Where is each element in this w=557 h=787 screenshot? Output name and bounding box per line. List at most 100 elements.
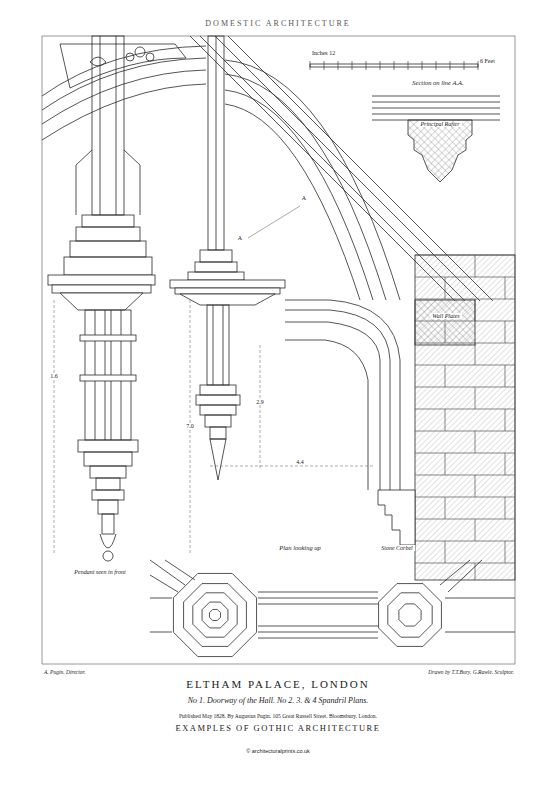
drawing-stroke: [445, 365, 446, 387]
drawing-stroke: [103, 551, 113, 561]
drawing-stroke: [450, 61, 451, 70]
drawing-stroke: [285, 322, 380, 490]
drawing-stroke: [415, 541, 515, 542]
drawing-stroke: [415, 365, 515, 366]
drawing-stroke: [210, 466, 375, 467]
drawing-stroke: [436, 61, 437, 70]
drawing-stroke: [100, 36, 101, 215]
series-title: EXAMPLES OF GOTHIC ARCHITECTURE: [176, 724, 381, 733]
drawing-stroke: [415, 255, 515, 580]
plate-caption: No 1. Doorway of the Hall. No 2. 3. & 4 …: [188, 697, 369, 706]
drawing-stroke: [475, 563, 476, 580]
drawing-stroke: [248, 206, 300, 238]
drawing-stroke: [208, 36, 224, 250]
drawing-stroke: [505, 277, 506, 299]
drawing-stroke: [102, 514, 114, 534]
part-name: Stone Corbel: [379, 545, 415, 552]
drawing-stroke: [372, 108, 500, 109]
plate-title: ELTHAM PALACE, LONDON: [186, 678, 369, 690]
drawing-stroke: [440, 560, 482, 592]
drawing-stroke: [475, 255, 476, 277]
drawing-stroke: [70, 241, 146, 257]
drawing-stroke: [258, 604, 378, 605]
drawing-stroke: [184, 584, 247, 647]
drawing-stroke: [475, 343, 476, 365]
stone-wall: [415, 255, 515, 580]
plate-frame: [42, 36, 515, 664]
drawing-stroke: [200, 250, 232, 262]
drawing-stroke: [475, 475, 476, 497]
drawing-stroke: [196, 395, 240, 405]
drawing-stroke: [260, 345, 261, 470]
drawing-stroke: [505, 409, 506, 431]
drawing-stroke: [52, 285, 151, 293]
drawing-stroke: [210, 427, 226, 439]
drawing-stroke: [135, 47, 145, 57]
drawing-stroke: [90, 57, 106, 66]
part-name: Principal Rafter: [418, 121, 461, 128]
drawing-stroke: [60, 44, 186, 88]
copyright: © architecturalprints.co.uk: [246, 748, 310, 754]
drawing-stroke: [202, 602, 228, 628]
credit: Drawn by T.T.Bury. G.Rawle. Sculptor.: [428, 669, 514, 675]
drawing-stroke: [478, 61, 479, 70]
drawing-stroke: [60, 293, 143, 310]
drawing-stroke: [200, 385, 236, 395]
drawing-stroke: [258, 592, 378, 593]
drawing-stroke: [415, 409, 515, 410]
view-title: Plan looking up: [279, 544, 321, 551]
pendant-front-view: [48, 36, 155, 561]
drawing-stroke: [92, 490, 124, 500]
drawing-stroke: [445, 497, 446, 519]
drawing-stroke: [445, 453, 446, 475]
drawing-stroke: [209, 609, 220, 620]
drawing-stroke: [408, 120, 472, 182]
drawing-stroke: [80, 335, 136, 341]
drawing-stroke: [310, 61, 478, 70]
drawing-stroke: [96, 478, 120, 490]
drawing-stroke: [415, 277, 515, 278]
drawing-stroke: [258, 638, 378, 639]
drawing-stroke: [90, 466, 126, 478]
drawing-stroke: [82, 215, 134, 227]
drawing-stroke: [170, 280, 285, 288]
plan-looking-up: [150, 560, 515, 657]
spandrel-tracery: [60, 44, 186, 88]
drawing-stroke: [225, 74, 386, 300]
hammer-post: [188, 36, 244, 280]
drawing-stroke: [64, 257, 152, 275]
drawing-stroke: [180, 294, 275, 305]
drawing-stroke: [464, 61, 465, 70]
drawing-stroke: [116, 36, 117, 215]
drawing-stroke: [338, 61, 339, 70]
section-title: Section on line A.A.: [412, 79, 463, 86]
dimension: 2.9: [254, 399, 266, 406]
drawing-stroke: [324, 61, 325, 70]
section-marker: A: [236, 235, 244, 242]
drawing-stroke: [225, 90, 373, 300]
drawing-stroke: [285, 310, 390, 490]
drawing-stroke: [445, 409, 446, 431]
drawing-stroke: [150, 632, 172, 633]
drawing-stroke: [415, 475, 515, 476]
drawing-stroke: [195, 262, 237, 272]
drawing-stroke: [475, 519, 476, 541]
drawing-stroke: [475, 387, 476, 409]
drawing-stroke: [258, 632, 378, 633]
drawing-stroke: [76, 227, 140, 241]
drawing-stroke: [352, 61, 353, 70]
drawing-stroke: [193, 593, 237, 637]
middle-pendant: [170, 280, 285, 480]
drawing-stroke: [98, 500, 118, 514]
doorway-arch: [285, 300, 400, 490]
drawing-stroke: [175, 288, 280, 294]
drawing-stroke: [415, 255, 515, 256]
drawing-stroke: [225, 104, 360, 300]
dimension-lines: [54, 300, 375, 555]
drawing-stroke: [379, 584, 442, 647]
drawing-stroke: [173, 573, 256, 656]
drawing-stroke: [380, 61, 381, 70]
scale-bar: [310, 61, 478, 70]
